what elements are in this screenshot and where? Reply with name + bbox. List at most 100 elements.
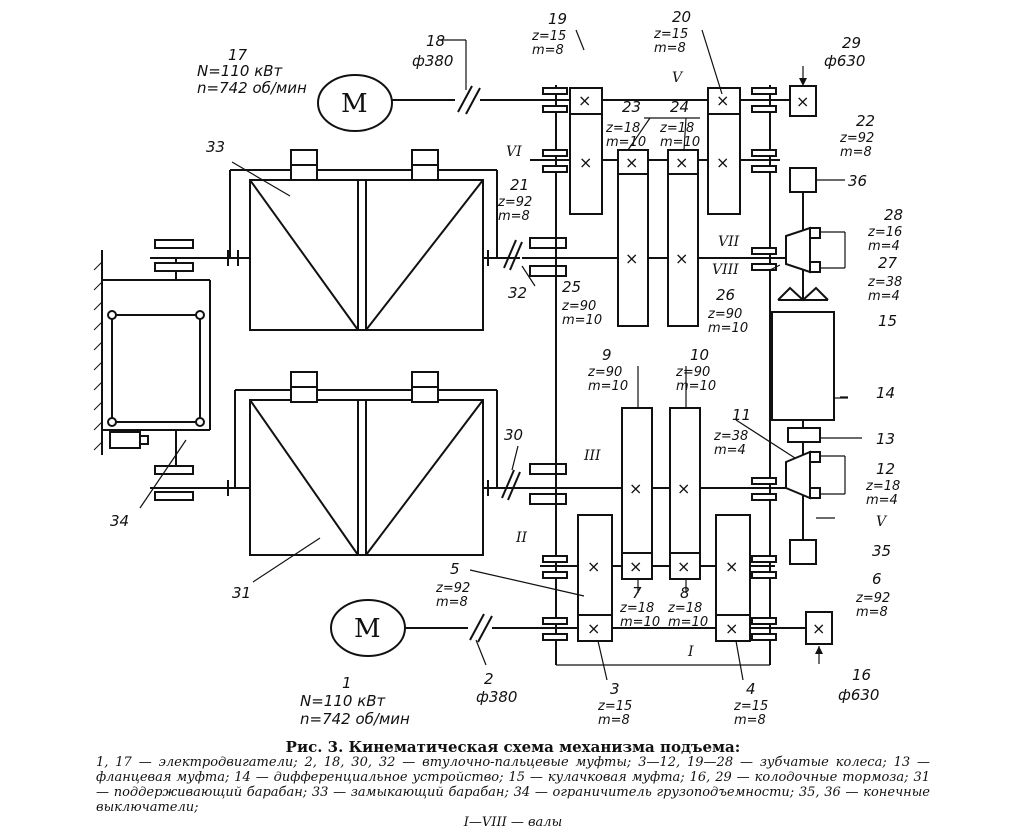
label-29-num: 29	[842, 34, 861, 52]
svg-text:×: ×	[716, 91, 729, 110]
drum-33	[150, 150, 520, 330]
shaft-ii: II	[515, 530, 528, 546]
label-28-num: 28	[884, 206, 903, 224]
label-30: 30	[504, 426, 523, 444]
gear-10: ×	[670, 408, 700, 553]
svg-text:×: ×	[796, 92, 809, 111]
gear-19: ×	[570, 88, 602, 114]
caption-shafts: I—VIII — валы	[463, 815, 563, 830]
load-limiter-34	[102, 258, 210, 468]
gear-7: ×	[622, 553, 652, 579]
label-16-num: 16	[852, 666, 871, 684]
label-26-m: m=10	[708, 321, 748, 336]
label-5-z: z=92	[435, 581, 470, 596]
brake-29: ×	[790, 66, 816, 116]
label-27-m: m=4	[868, 289, 900, 304]
differential-column	[772, 168, 862, 564]
svg-text:×: ×	[579, 153, 592, 172]
label-17-speed: n=742 об/мин	[197, 79, 307, 97]
drum-31	[150, 372, 520, 555]
label-24-m: m=10	[660, 135, 700, 150]
label-24-num: 24	[670, 98, 689, 116]
label-26-z: z=90	[707, 307, 742, 322]
label-8-z: z=18	[667, 601, 702, 616]
label-11-m: m=4	[714, 443, 746, 458]
label-11-num: 11	[732, 406, 751, 424]
label-21-m: m=8	[498, 209, 530, 224]
wall	[94, 250, 102, 455]
gear-20: ×	[708, 88, 740, 114]
shaft-i: I	[687, 644, 694, 660]
svg-text:×: ×	[578, 91, 591, 110]
label-6-z: z=92	[855, 591, 890, 606]
labels: 17 N=110 кВт n=742 об/мин 18 ф380 19 z=1…	[110, 8, 903, 728]
label-36: 36	[848, 172, 867, 190]
label-14: 14	[876, 384, 895, 402]
svg-text:×: ×	[677, 479, 690, 498]
gear-3: ×	[578, 615, 612, 641]
caption-title: Рис. 3. Кинематическая схема механизма п…	[285, 738, 741, 756]
label-1-power: N=110 кВт	[300, 692, 387, 710]
label-4-z: z=15	[733, 699, 768, 714]
label-17-num: 17	[228, 46, 248, 64]
label-5-m: m=8	[436, 595, 468, 610]
label-7-z: z=18	[619, 601, 654, 616]
label-10-z: z=90	[675, 365, 710, 380]
label-6-m: m=8	[856, 605, 888, 620]
gear-24: ×	[668, 150, 698, 174]
label-31: 31	[232, 584, 251, 602]
svg-text:×: ×	[629, 479, 642, 498]
kinematic-scheme: M M	[0, 8, 903, 728]
gear-25: ×	[618, 174, 648, 326]
label-3-m: m=8	[598, 713, 630, 728]
coupling-30	[502, 464, 620, 504]
svg-text:×: ×	[725, 619, 738, 638]
label-7-m: m=10	[620, 615, 660, 630]
label-18-dia: ф380	[412, 52, 453, 70]
label-23-z: z=18	[605, 121, 640, 136]
label-20-z: z=15	[653, 27, 688, 42]
svg-text:×: ×	[629, 557, 642, 576]
label-29-dia: ф630	[824, 52, 865, 70]
label-24-z: z=18	[659, 121, 694, 136]
label-28-z: z=16	[867, 225, 902, 240]
label-3-z: z=15	[597, 699, 632, 714]
label-16-dia: ф630	[838, 686, 879, 704]
svg-text:×: ×	[675, 249, 688, 268]
label-18-num: 18	[426, 32, 445, 50]
label-17-power: N=110 кВт	[197, 62, 284, 80]
gear-5: ×	[578, 515, 612, 615]
label-25-num: 25	[562, 278, 581, 296]
label-21-z: z=92	[497, 195, 532, 210]
label-12-m: m=4	[866, 493, 898, 508]
shaft-vii: VII	[718, 234, 740, 250]
svg-text:×: ×	[587, 619, 600, 638]
shaft-iii: III	[583, 448, 601, 464]
label-19-z: z=15	[531, 29, 566, 44]
label-12-num: 12	[876, 460, 895, 478]
figure-caption: Рис. 3. Кинематическая схема механизма п…	[96, 738, 930, 831]
label-4-m: m=8	[734, 713, 766, 728]
label-7-num: 7	[632, 584, 642, 602]
bearings	[543, 88, 776, 640]
label-1-speed: n=742 об/мин	[300, 710, 410, 728]
label-2-dia: ф380	[476, 688, 517, 706]
svg-text:×: ×	[675, 153, 688, 172]
motor-17-symbol: M	[341, 89, 368, 119]
label-28-m: m=4	[868, 239, 900, 254]
shaft-vi: VI	[506, 144, 522, 160]
svg-text:×: ×	[725, 557, 738, 576]
label-9-z: z=90	[587, 365, 622, 380]
label-9-num: 9	[602, 346, 612, 364]
gear-23: ×	[618, 150, 648, 174]
svg-text:×: ×	[677, 557, 690, 576]
label-23-num: 23	[622, 98, 641, 116]
shaft-v-top: V	[672, 70, 684, 86]
label-25-z: z=90	[561, 299, 596, 314]
label-12-z: z=18	[865, 479, 900, 494]
gear-9: ×	[622, 408, 652, 553]
shafts	[530, 160, 790, 566]
label-22-z: z=92	[839, 131, 874, 146]
label-27-z: z=38	[867, 275, 902, 290]
svg-text:×: ×	[587, 557, 600, 576]
